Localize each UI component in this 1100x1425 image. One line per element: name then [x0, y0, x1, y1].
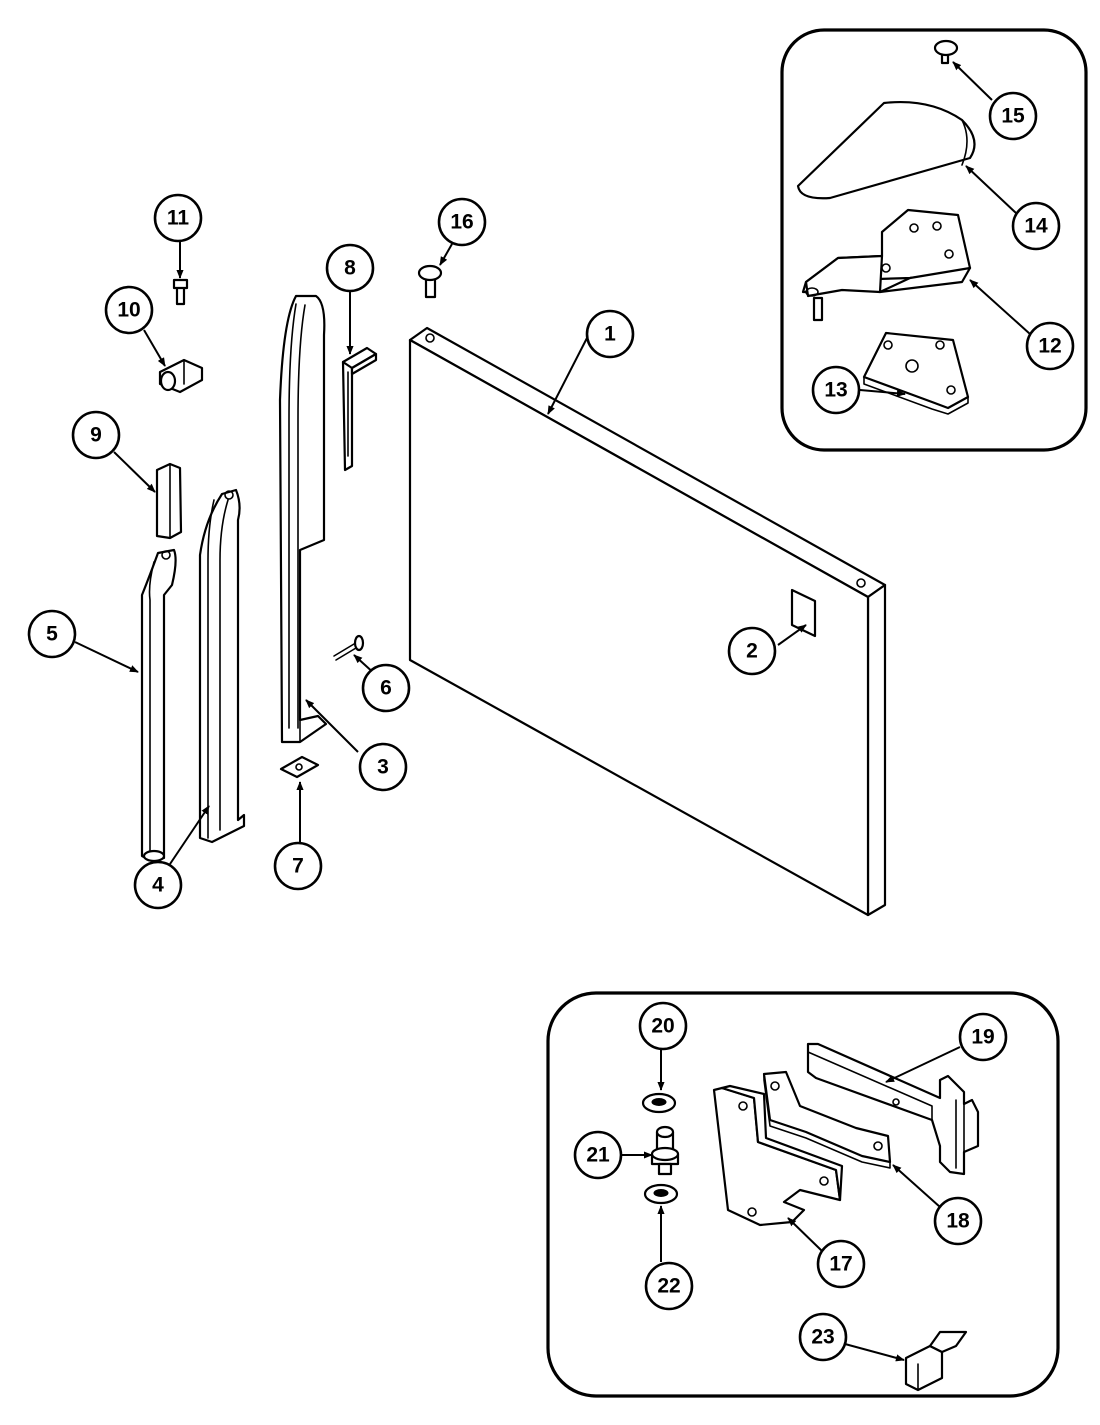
- leader-3: [305, 699, 359, 753]
- door-panel-part[interactable]: [408, 326, 887, 917]
- leader-1: [547, 335, 589, 415]
- callout-21[interactable]: 21: [573, 1130, 623, 1180]
- leader-15: [952, 61, 993, 101]
- bottom-hinge-bracket-part[interactable]: [712, 1084, 844, 1227]
- leader-2: [777, 624, 807, 646]
- callout-22[interactable]: 22: [644, 1261, 694, 1311]
- callout-label: 19: [971, 1026, 994, 1049]
- callout-label: 21: [586, 1144, 610, 1167]
- callout-8[interactable]: 8: [325, 243, 375, 293]
- handle-end-cap-part[interactable]: [158, 358, 204, 394]
- callout-2[interactable]: 2: [727, 626, 777, 676]
- handle-bracket-part[interactable]: [341, 346, 378, 472]
- callout-label: 12: [1038, 335, 1061, 358]
- callout-label: 5: [46, 623, 58, 646]
- callout-14[interactable]: 14: [1011, 201, 1061, 251]
- hinge-spacer-part[interactable]: [762, 1070, 892, 1169]
- leader-9: [113, 451, 156, 493]
- callout-13[interactable]: 13: [811, 365, 861, 415]
- hinge-cover-part[interactable]: [796, 100, 976, 200]
- callout-20[interactable]: 20: [638, 1001, 688, 1051]
- hinge-inset-bottom-frame: [546, 991, 1060, 1398]
- door-left-trim-part[interactable]: [140, 548, 177, 863]
- callout-label: 15: [1001, 105, 1025, 128]
- hinge-shim-part[interactable]: [862, 331, 970, 415]
- callout-label: 13: [824, 379, 847, 402]
- callout-label: 14: [1024, 215, 1048, 238]
- leader-12: [969, 279, 1031, 335]
- callout-11[interactable]: 11: [153, 193, 203, 243]
- callout-label: 20: [651, 1015, 674, 1038]
- leader-14: [965, 165, 1017, 214]
- leader-4: [169, 805, 210, 865]
- door-side-trim-part[interactable]: [198, 488, 246, 844]
- callout-label: 22: [657, 1275, 680, 1298]
- trim-cap-part[interactable]: [155, 462, 183, 540]
- leader-16: [439, 243, 453, 266]
- callout-4[interactable]: 4: [133, 860, 183, 910]
- callout-18[interactable]: 18: [933, 1196, 983, 1246]
- callout-label: 16: [450, 211, 473, 234]
- callout-label: 7: [292, 855, 304, 878]
- callout-label: 8: [344, 257, 356, 280]
- callout-3[interactable]: 3: [358, 742, 408, 792]
- leader-23: [844, 1343, 905, 1362]
- leader-5: [74, 641, 139, 673]
- callout-7[interactable]: 7: [273, 841, 323, 891]
- clip-bracket-part[interactable]: [904, 1330, 968, 1392]
- callout-label: 10: [117, 299, 140, 322]
- callout-19[interactable]: 19: [958, 1012, 1008, 1062]
- clip-part[interactable]: [279, 755, 320, 779]
- hinge-pin-cap-part[interactable]: [933, 39, 959, 65]
- leader-17: [787, 1217, 823, 1252]
- callout-16[interactable]: 16: [437, 197, 487, 247]
- top-hinge-part[interactable]: [801, 208, 972, 322]
- callout-12[interactable]: 12: [1025, 321, 1075, 371]
- callout-23[interactable]: 23: [798, 1312, 848, 1362]
- callout-6[interactable]: 6: [361, 663, 411, 713]
- hinge-pin-part[interactable]: [650, 1125, 680, 1176]
- hinge-inset-top-frame: [780, 28, 1088, 452]
- small-screw-part[interactable]: [172, 278, 189, 306]
- callout-label: 9: [90, 424, 102, 447]
- door-shelf-retainer-part[interactable]: [278, 294, 328, 744]
- leader-19: [885, 1046, 961, 1083]
- hinge-plate-part[interactable]: [806, 1042, 980, 1176]
- leader-10: [143, 329, 166, 367]
- callout-1[interactable]: 1: [585, 309, 635, 359]
- callout-label: 6: [380, 677, 392, 700]
- lower-washer-part[interactable]: [643, 1183, 679, 1205]
- callout-10[interactable]: 10: [104, 285, 154, 335]
- callout-label: 11: [167, 207, 190, 230]
- callout-15[interactable]: 15: [988, 91, 1038, 141]
- screw-part[interactable]: [333, 634, 365, 661]
- door-plug-part[interactable]: [417, 264, 443, 299]
- callout-label: 4: [152, 874, 164, 897]
- callout-17[interactable]: 17: [816, 1239, 866, 1289]
- callout-label: 1: [604, 323, 616, 346]
- callout-9[interactable]: 9: [71, 410, 121, 460]
- upper-washer-part[interactable]: [641, 1092, 677, 1114]
- leader-18: [892, 1164, 941, 1208]
- callout-label: 3: [377, 756, 389, 779]
- callout-label: 23: [811, 1326, 834, 1349]
- callout-label: 18: [946, 1210, 970, 1233]
- callout-label: 2: [746, 640, 758, 663]
- leader-13: [859, 389, 906, 397]
- leader-lines: [74, 61, 1031, 1362]
- callout-5[interactable]: 5: [27, 609, 77, 659]
- callout-label: 17: [829, 1253, 852, 1276]
